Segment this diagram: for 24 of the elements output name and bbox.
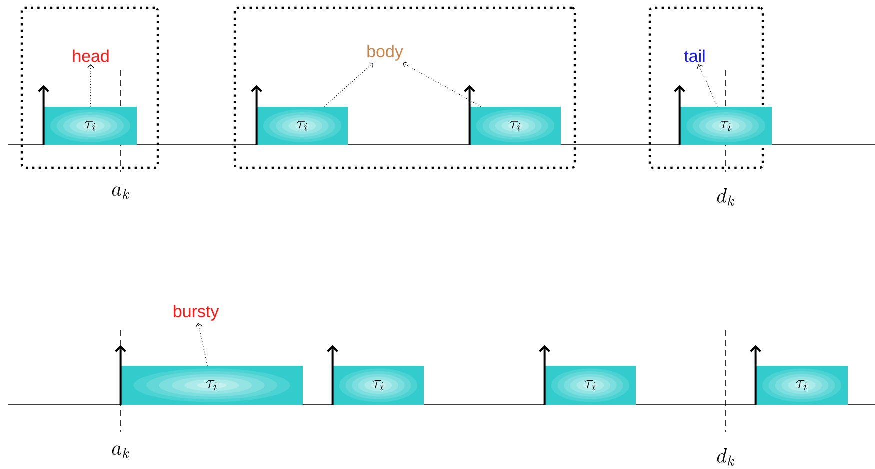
time-label: $a_k$ xyxy=(112,446,130,458)
category-label: tail xyxy=(684,50,705,62)
time-label: $d_k$ xyxy=(717,188,734,206)
time-label: $a_k$ xyxy=(112,186,130,200)
dotted-group-box xyxy=(20,6,160,170)
job-bar: $\tau_i$ xyxy=(470,107,561,145)
time-label: $d_k$ xyxy=(717,448,734,466)
dotted-group-box xyxy=(648,6,764,170)
leader-arrow xyxy=(403,62,482,108)
job-bar: $\tau_i$ xyxy=(756,366,848,405)
job-bar: $\tau_i$ xyxy=(121,366,303,405)
job-bar: $\tau_i$ xyxy=(44,107,137,145)
job-bar: $\tau_i$ xyxy=(333,366,424,405)
leader-arrow xyxy=(196,323,208,366)
job-bar: $\tau_i$ xyxy=(680,107,772,145)
leader-arrow xyxy=(88,64,94,108)
category-label: body xyxy=(368,45,404,61)
leader-arrow xyxy=(324,62,374,108)
category-label: bursty xyxy=(174,305,220,321)
dotted-group-box xyxy=(234,6,576,170)
leader-arrow xyxy=(697,64,718,108)
category-label: head xyxy=(73,50,109,62)
job-bar: $\tau_i$ xyxy=(257,107,348,145)
job-bar: $\tau_i$ xyxy=(545,366,636,405)
